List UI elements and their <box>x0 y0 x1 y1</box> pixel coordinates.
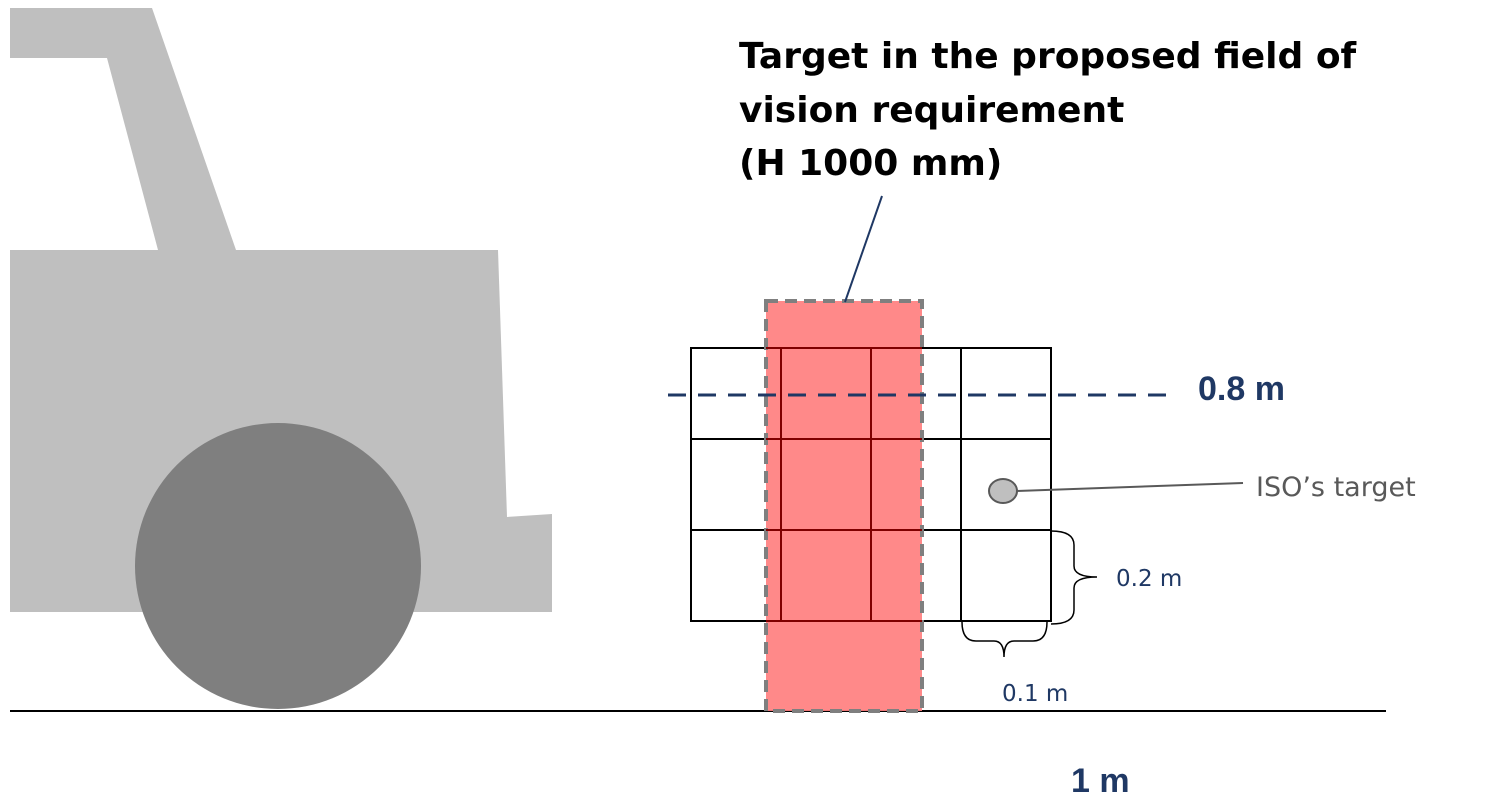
vehicle-silhouette-icon <box>10 8 552 612</box>
title-line-1: Target in the proposed field of <box>739 36 1357 77</box>
iso-target-marker-icon <box>988 478 1018 504</box>
iso-leader-line <box>1016 482 1244 492</box>
title-leader-line <box>844 195 883 303</box>
cell-height-label: 0.2 m <box>1116 566 1182 592</box>
width-brace <box>961 621 1048 658</box>
cell-width-label: 0.1 m <box>1002 681 1068 707</box>
proposed-target-area <box>764 299 924 713</box>
target-grid-overlay <box>766 347 922 622</box>
distance-label: 1 m <box>1071 762 1130 797</box>
height-brace <box>1050 530 1098 625</box>
iso-target-label: ISO’s target <box>1256 472 1416 503</box>
title-line-2: vision requirement <box>739 90 1124 131</box>
height-line-label: 0.8 m <box>1198 370 1285 408</box>
title-line-3: (H 1000 mm) <box>739 143 1002 184</box>
wheel-icon <box>135 423 421 709</box>
